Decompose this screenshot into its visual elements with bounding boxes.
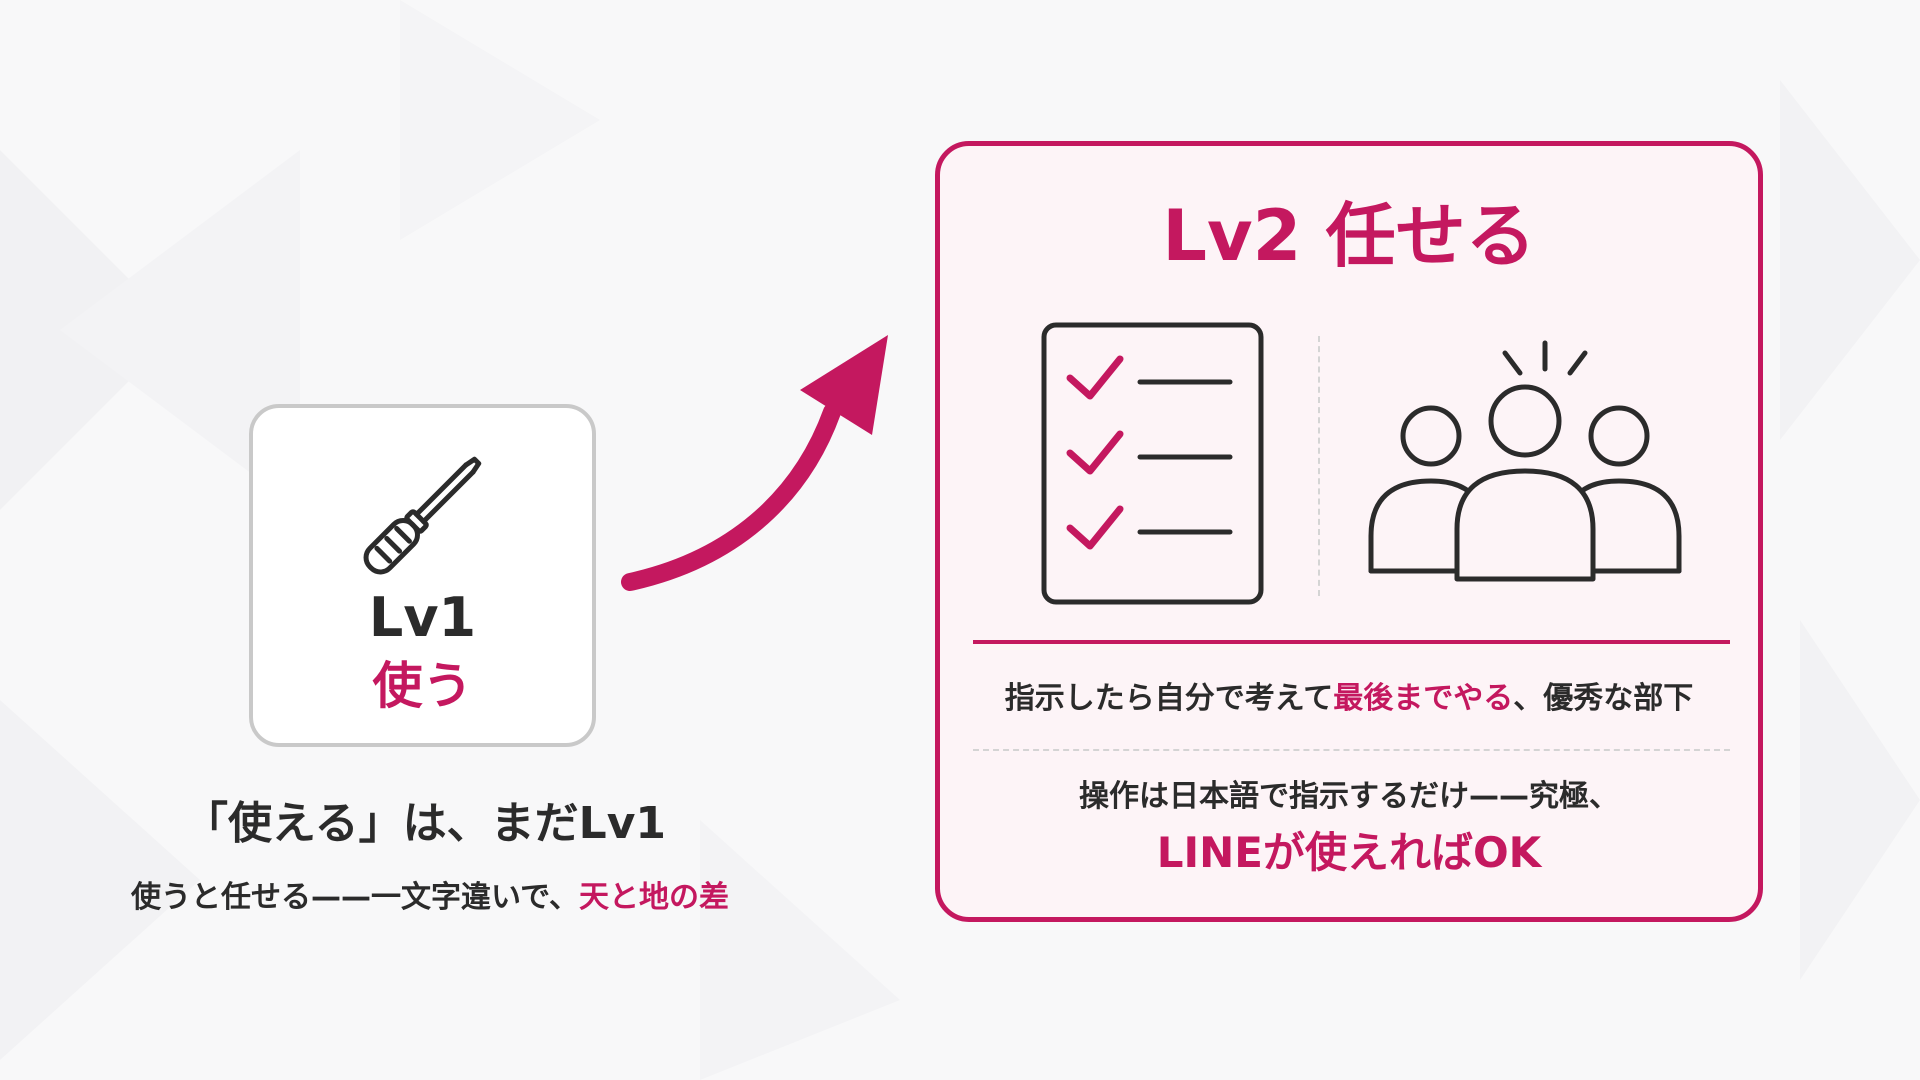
dashed-divider — [973, 749, 1730, 751]
lv2-title: Lv2 任せる — [1162, 195, 1536, 277]
lv2-card: Lv2 任せる 指示したら自分で考えて最後までやる、優秀な部下 操作は日本語で指… — [935, 141, 1763, 922]
progress-arrow — [621, 335, 888, 591]
checklist-icon — [1041, 322, 1264, 605]
desc1-suffix: 、優秀な部下 — [1513, 681, 1694, 716]
screwdriver-icon — [363, 456, 482, 575]
section-divider — [973, 640, 1730, 644]
caption-sub: 使うと任せる——一文字違いで、天と地の差 — [90, 878, 770, 918]
desc1-accent: 最後までやる — [1333, 681, 1514, 716]
lv1-name-label: 使う — [372, 657, 473, 715]
caption-sub-prefix: 使うと任せる——一文字違いで、 — [131, 880, 579, 915]
lv2-description-1: 指示したら自分で考えて最後までやる、優秀な部下 — [940, 678, 1758, 720]
desc1-prefix: 指示したら自分で考えて — [1004, 681, 1334, 716]
vertical-divider — [1318, 336, 1320, 596]
lv1-card: Lv1 使う — [249, 404, 596, 747]
lv2-description-3: LINEが使えればOK — [1156, 828, 1542, 877]
team-icon — [1368, 340, 1682, 582]
lv2-description-2: 操作は日本語で指示するだけ——究極、 — [1079, 779, 1619, 814]
lv1-level-label: Lv1 — [368, 586, 477, 649]
caption-sub-accent: 天と地の差 — [578, 880, 729, 915]
caption-main: 「使える」は、まだLv1 — [183, 798, 666, 849]
